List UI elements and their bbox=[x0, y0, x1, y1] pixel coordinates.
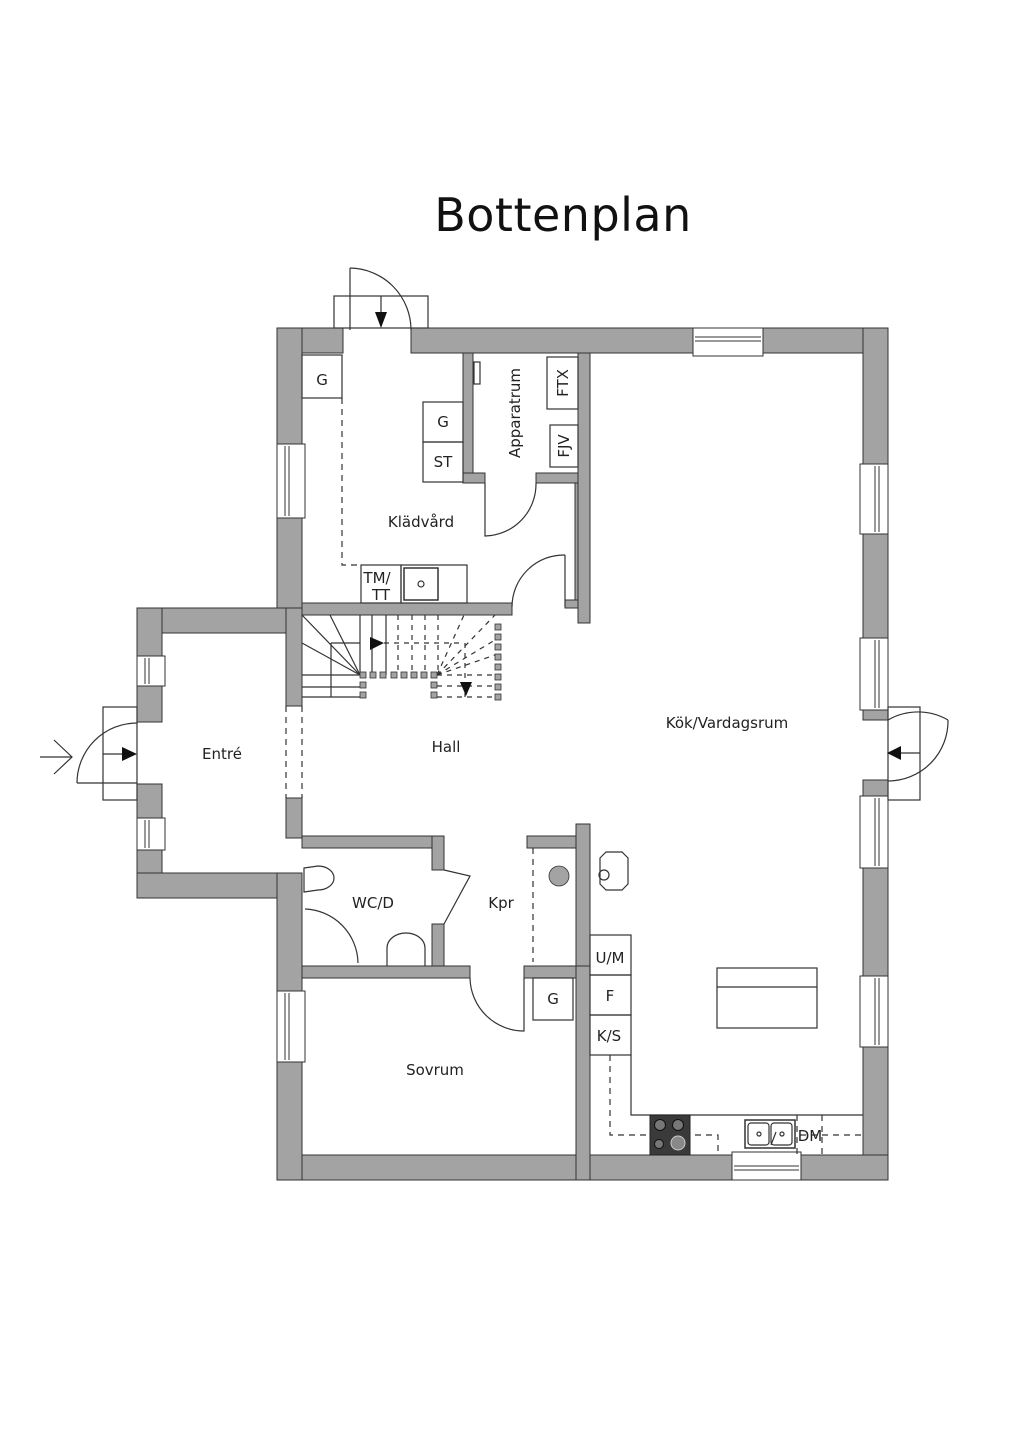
room-label-kpr: Kpr bbox=[488, 894, 514, 912]
page-title: Bottenplan bbox=[434, 188, 692, 242]
fixture-fjv: FJV bbox=[555, 434, 573, 458]
fixture-wardrobe-g: G bbox=[437, 413, 449, 431]
room-label-kok-vardagsrum: Kök/Vardagsrum bbox=[665, 714, 789, 732]
fixture-dishwasher-dm: DM bbox=[797, 1127, 823, 1145]
fixture-washer-tm: TM/ bbox=[363, 569, 391, 587]
fixture-dryer-tt: TT bbox=[371, 586, 391, 604]
fixture-cabinet-st: ST bbox=[433, 453, 453, 471]
room-label-entre: Entré bbox=[202, 745, 242, 763]
fixture-freezer-f: F bbox=[605, 987, 615, 1005]
room-label-wc-d: WC/D bbox=[352, 894, 394, 912]
room-label-sovrum: Sovrum bbox=[406, 1061, 464, 1079]
fixture-wardrobe-g: G bbox=[547, 990, 559, 1008]
fixture-oven-microwave-um: U/M bbox=[595, 949, 625, 967]
room-label-hall: Hall bbox=[431, 738, 461, 756]
room-label-kladvard: Klädvård bbox=[387, 513, 455, 531]
fixture-wardrobe-g: G bbox=[316, 371, 328, 389]
fixture-fridge-freezer-ks: K/S bbox=[596, 1027, 622, 1045]
room-label-apparatrum: Apparatrum bbox=[506, 367, 524, 459]
fixture-ftx: FTX bbox=[554, 369, 572, 397]
